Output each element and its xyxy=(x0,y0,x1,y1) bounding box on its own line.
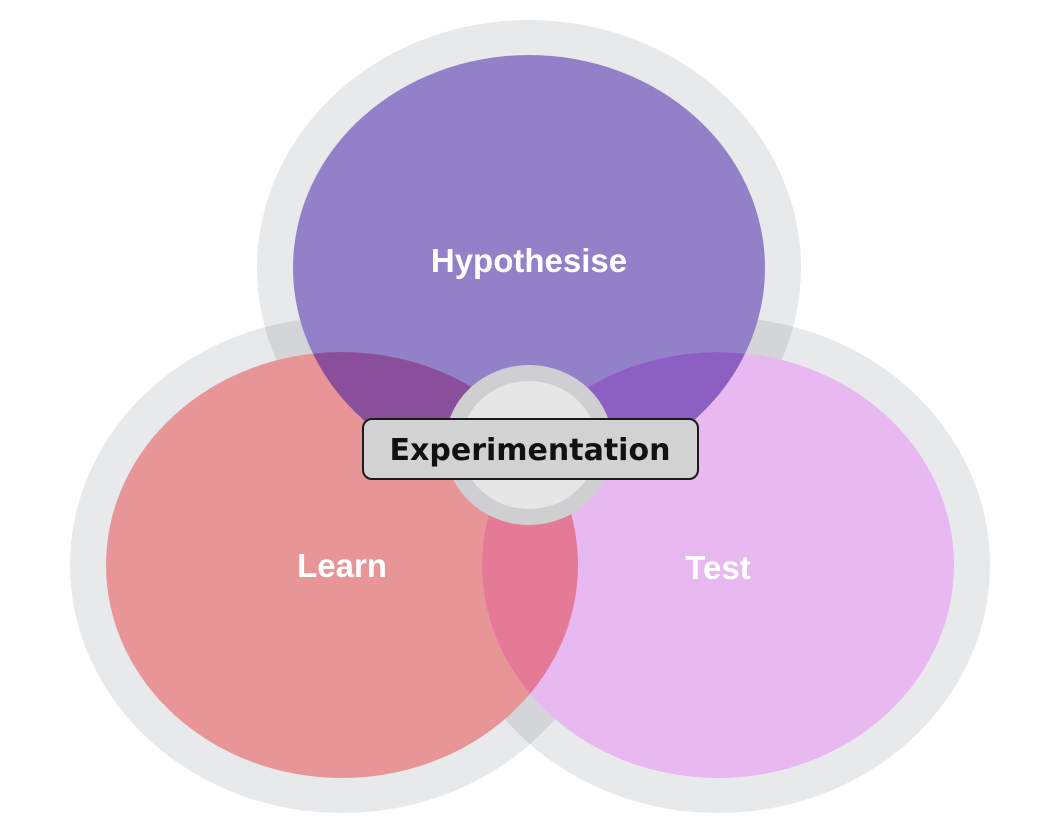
experimentation-badge-box xyxy=(362,418,699,480)
experimentation-badge: Experimentation xyxy=(362,418,699,480)
label-hypothesise: Hypothesise xyxy=(431,242,627,279)
label-test: Test xyxy=(685,549,750,586)
label-learn: Learn xyxy=(297,547,387,584)
experimentation-label: Experimentation xyxy=(390,433,671,468)
